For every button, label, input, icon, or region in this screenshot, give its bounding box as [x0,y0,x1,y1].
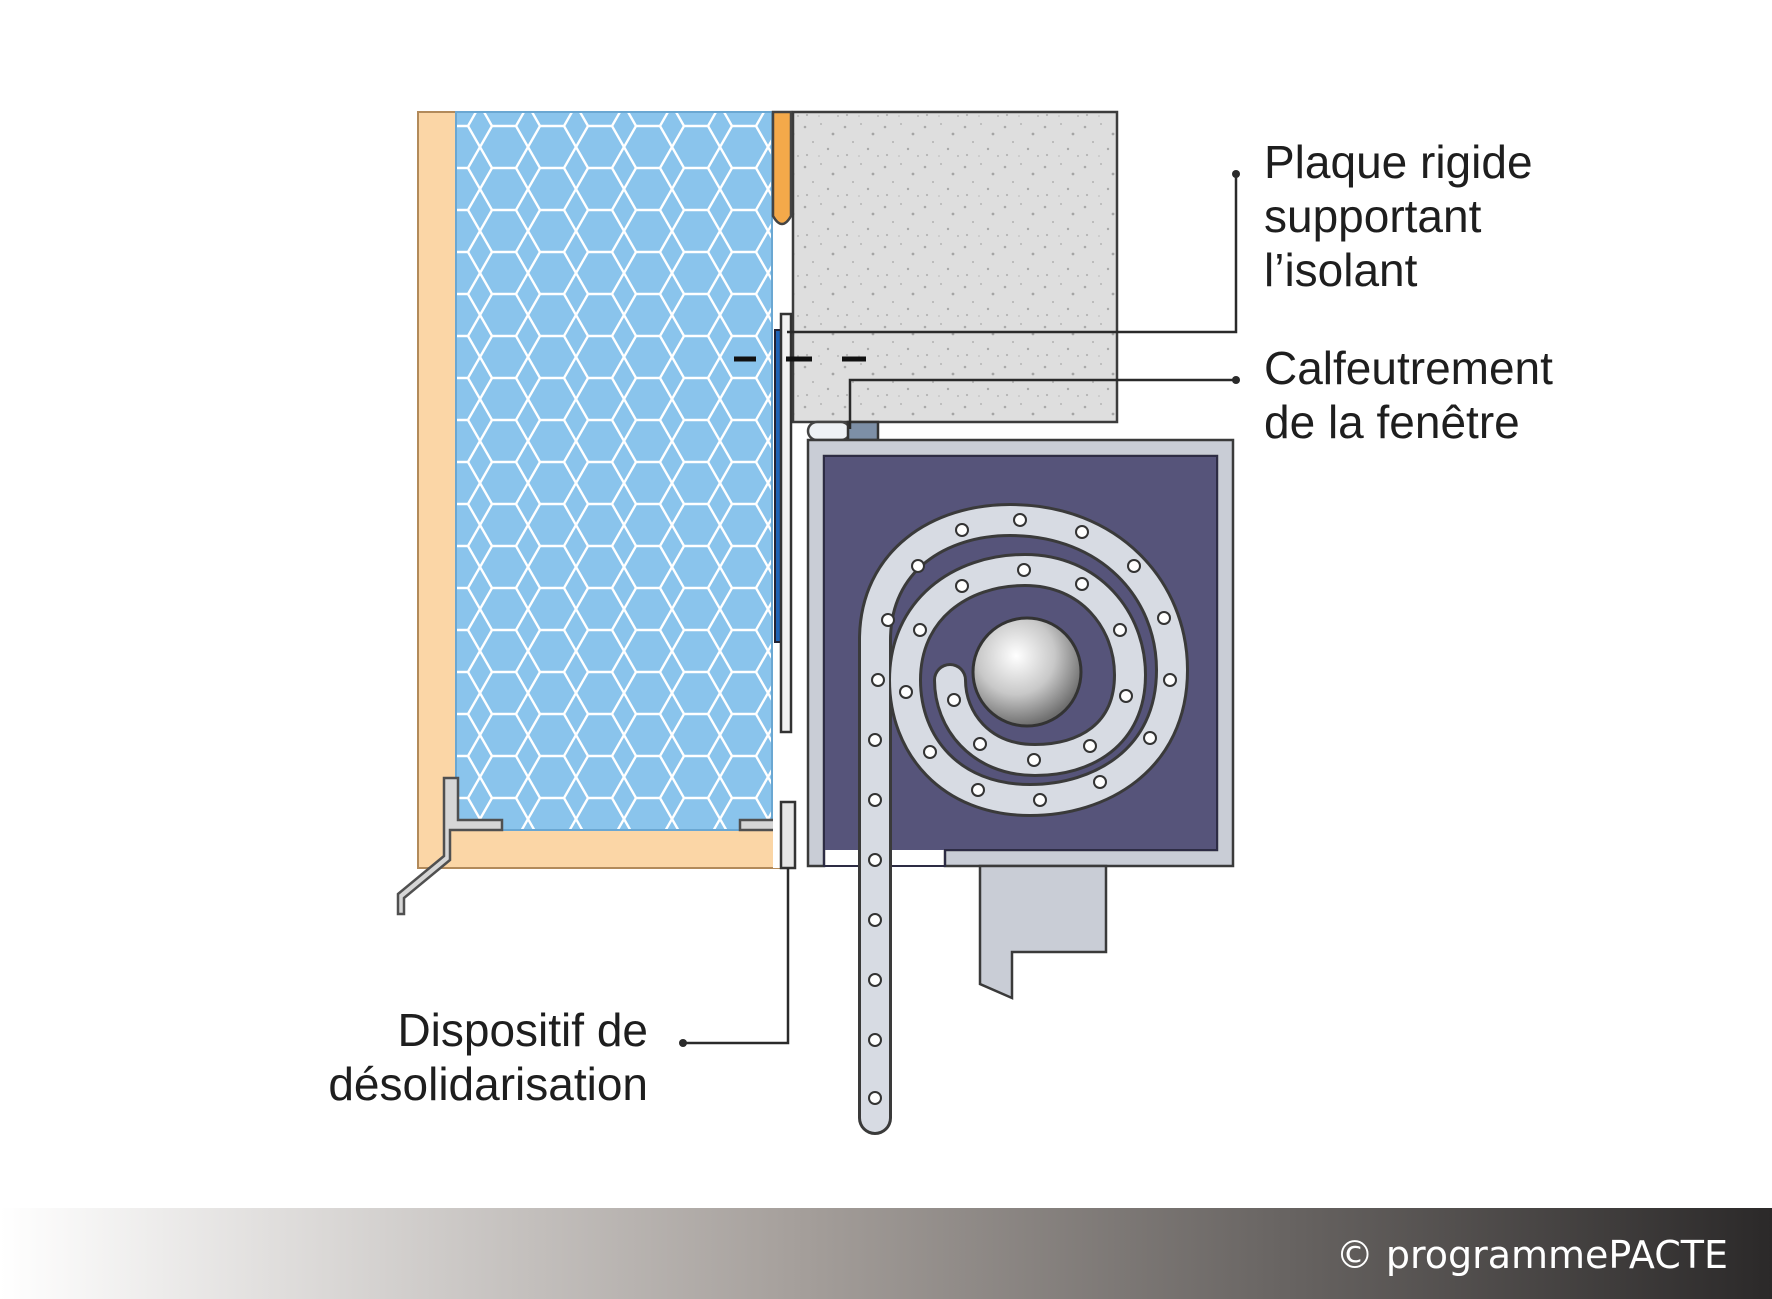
concrete-lintel [791,110,1119,424]
support-plate-rail [779,312,793,734]
label-plaque-line-2: supportant [1264,190,1482,242]
label-plaque-rigide: Plaque rigide supportant l’isolant [1264,136,1533,296]
rolled-shutter [858,502,1190,1135]
top-joint [771,110,793,226]
footer-band [0,1208,1772,1299]
label-calfeutrement: Calfeutrement de la fenêtre [1264,342,1553,448]
label-plaque-line-1: Plaque rigide [1264,136,1533,188]
label-plaque-line-3: l’isolant [1264,244,1418,296]
insulation-panel [455,111,773,831]
desolidarisation-device [779,800,797,870]
label-dispositif-line-2: désolidarisation [328,1058,648,1110]
credit-text: © programmePACTE [1336,1233,1728,1277]
label-dispositif: Dispositif de désolidarisation [328,1004,648,1110]
label-calfeutrement-line-1: Calfeutrement [1264,342,1553,394]
roller-shaft [971,616,1083,728]
window-sealing [806,420,880,442]
label-calfeutrement-line-2: de la fenêtre [1264,396,1520,448]
corner-profile [396,776,504,916]
label-dispositif-line-1: Dispositif de [397,1004,648,1056]
leader-lines [679,170,1240,1047]
